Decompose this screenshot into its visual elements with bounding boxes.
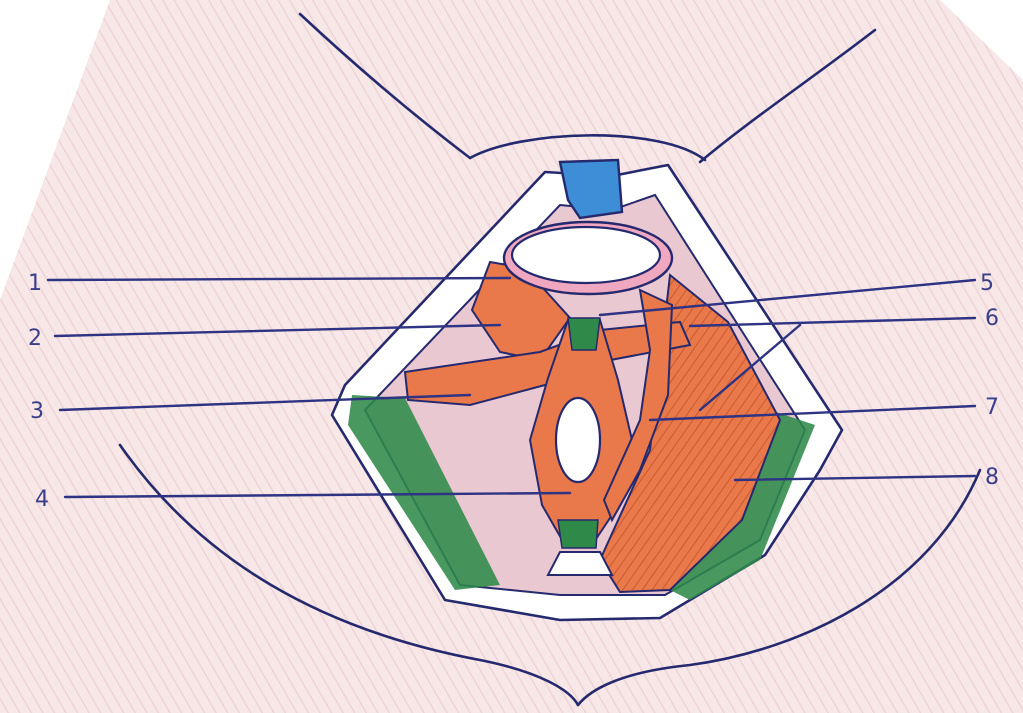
central-opening (556, 398, 600, 482)
lower-tendon (558, 520, 598, 548)
central-tendon (568, 318, 600, 350)
label-3: 3 (30, 399, 44, 424)
urethral-lumen (512, 227, 660, 283)
label-7: 7 (985, 395, 999, 420)
lower-white-notch (548, 552, 612, 575)
label-5: 5 (980, 271, 994, 296)
label-2: 2 (28, 326, 42, 351)
label-4: 4 (35, 487, 49, 512)
label-6: 6 (985, 306, 999, 331)
label-1: 1 (28, 271, 42, 296)
label-8: 8 (985, 465, 999, 490)
